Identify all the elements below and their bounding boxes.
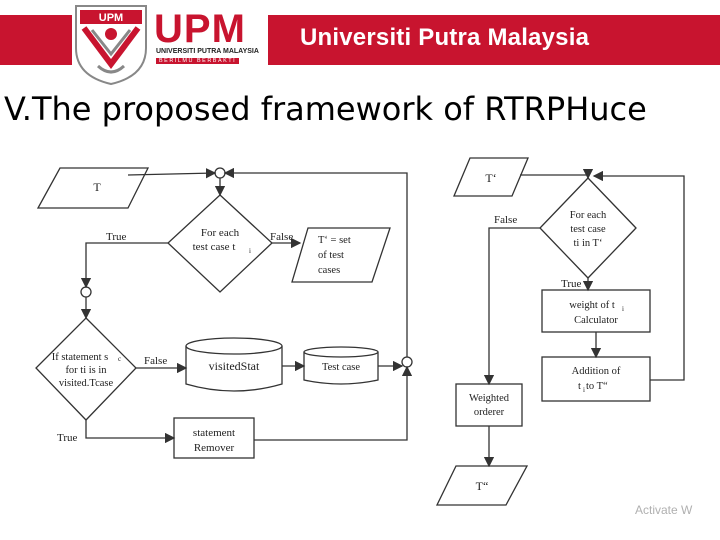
line-true-down xyxy=(80,242,168,289)
if-line2: for ti is in xyxy=(65,365,107,376)
line-false-to-orderer xyxy=(483,227,540,386)
slide-title: V.The proposed framework of RTRPHuce xyxy=(4,90,647,128)
label-false-mid: False xyxy=(144,355,167,367)
addition-subscript: i xyxy=(583,386,585,394)
brand-motto: BERILMU BERBAKTI xyxy=(156,58,240,64)
weight-line1: weight of t xyxy=(569,300,615,311)
label-true-top: True xyxy=(106,231,126,243)
university-name: Universiti Putra Malaysia xyxy=(300,24,590,51)
right-decision-line1: For each xyxy=(570,210,607,221)
test-case-store xyxy=(303,352,379,385)
test-case-label: Test case xyxy=(322,362,360,373)
visitedStat-cylinder xyxy=(185,346,283,392)
mid-connector-node xyxy=(80,286,92,298)
output-Tdouble-shape xyxy=(435,465,529,506)
right-connector-node xyxy=(401,356,413,368)
line-Tprime-to-decision xyxy=(520,168,594,180)
input-T-shape xyxy=(36,167,150,209)
for-each-decision xyxy=(167,194,273,293)
brand-subtitle: UNIVERSITI PUTRA MALAYSIA xyxy=(156,48,259,55)
if-line3: visited.Tcase xyxy=(59,378,114,389)
header-red-left xyxy=(0,15,72,65)
Tprime-line2: of test xyxy=(318,250,344,261)
weighted-line1: Weighted xyxy=(469,393,510,404)
right-decision-line2: test case xyxy=(570,224,606,235)
right-label-true: True xyxy=(561,278,581,290)
weight-calculator-box xyxy=(541,289,651,333)
crest-text: UPM xyxy=(99,12,123,24)
visitedStat-cylinder-top xyxy=(185,337,283,355)
addition-box xyxy=(541,356,651,402)
remover-line1: statement xyxy=(193,427,235,439)
test-case-store-top xyxy=(303,346,379,358)
line-remover-to-loop xyxy=(254,365,413,441)
weighted-orderer-box xyxy=(455,383,523,427)
label-false-top: False xyxy=(270,231,293,243)
addition-t: t xyxy=(578,381,581,392)
output-Tprime-shape xyxy=(291,227,391,283)
weighted-line2: orderer xyxy=(474,407,505,418)
weight-line2: Calculator xyxy=(574,315,618,326)
for-each-subscript: i xyxy=(249,247,251,255)
weight-subscript: i xyxy=(622,305,624,313)
brand-logo-text: UPM xyxy=(154,7,246,51)
visitedStat-label: visitedStat xyxy=(209,359,260,373)
addition-line1: Addition of xyxy=(572,366,621,377)
for-each-line1: For each xyxy=(201,227,240,239)
top-connector-node xyxy=(214,167,226,179)
right-decision-line3: ti in T‘ xyxy=(574,238,603,249)
for-each-line2: test case t xyxy=(193,241,236,253)
brand-logo: UPM UNIVERSITI PUTRA MALAYSIA BERILMU BE… xyxy=(152,8,264,68)
statement-remover-box xyxy=(173,417,255,459)
header-banner xyxy=(268,15,720,65)
input-Tprime-shape xyxy=(453,157,529,197)
input-Tprime-label: T‘ xyxy=(485,171,496,185)
output-Tdouble-label: T“ xyxy=(476,479,489,493)
if-subscript: c xyxy=(118,355,121,363)
right-label-false: False xyxy=(494,214,517,226)
remover-line2: Remover xyxy=(194,442,235,454)
Tprime-line1: T‘ = set xyxy=(318,235,351,246)
activate-windows-watermark: Activate W xyxy=(635,503,693,517)
addition-line2: to T“ xyxy=(586,381,608,392)
line-true-to-remover xyxy=(85,420,176,444)
line-addition-loop xyxy=(592,170,685,381)
line-loop-top xyxy=(223,167,408,357)
line-T-to-decision xyxy=(127,168,217,179)
Tprime-line3: cases xyxy=(318,265,340,276)
university-crest-icon: UPM xyxy=(75,5,147,86)
input-T-label: T xyxy=(93,180,101,194)
if-line1: If statement s xyxy=(52,352,109,363)
label-true-bottom: True xyxy=(57,432,77,444)
